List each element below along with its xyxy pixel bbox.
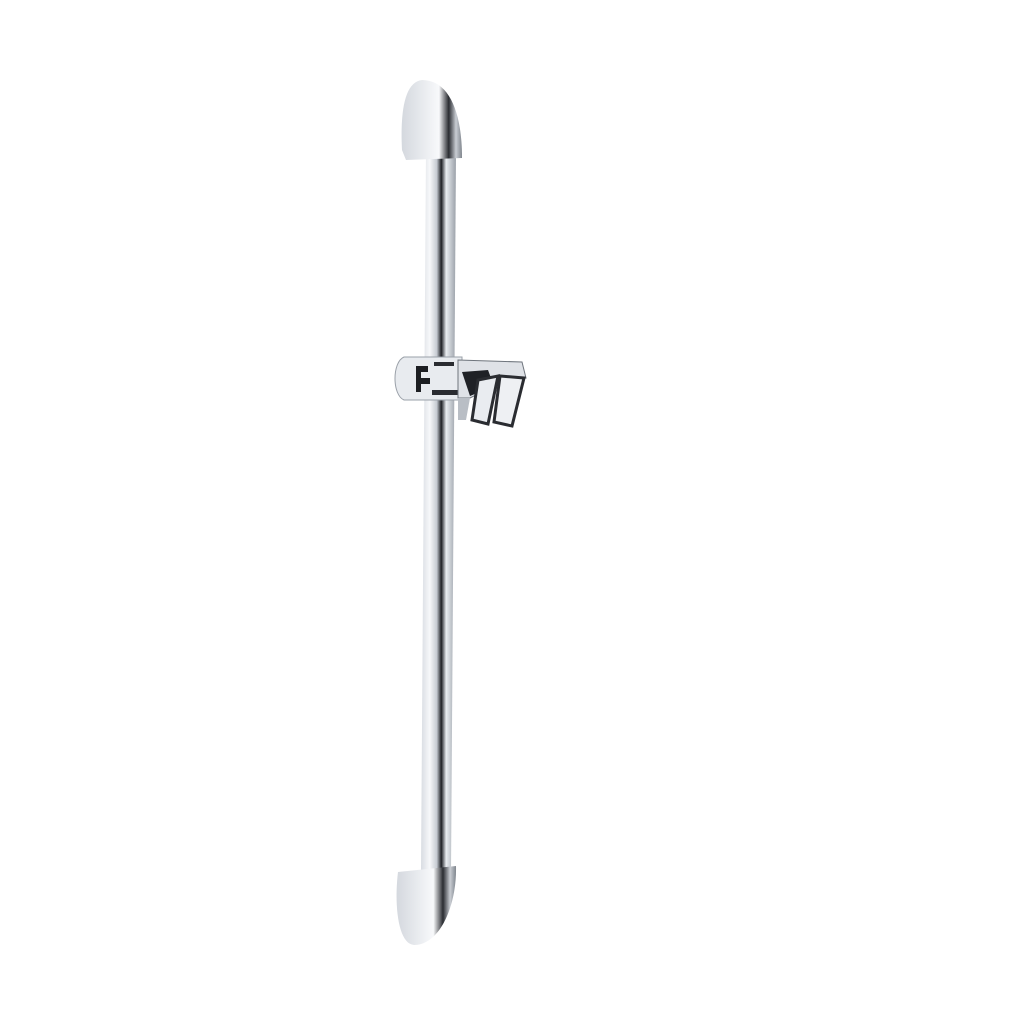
top-end-cap	[401, 80, 462, 160]
shower-head-holder-bracket[interactable]	[394, 356, 527, 428]
bottom-end-cap	[396, 866, 457, 945]
rail-rod	[421, 150, 456, 872]
